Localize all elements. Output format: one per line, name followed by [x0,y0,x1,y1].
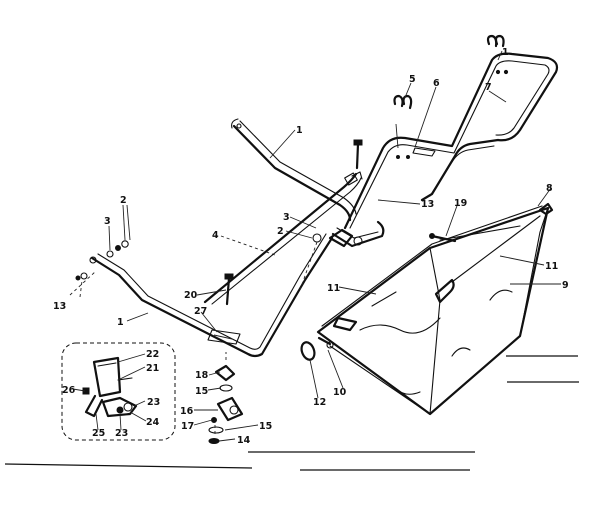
callout-9: 9 [562,280,569,291]
callout-11-right: 11 [545,261,558,272]
callout-3-mid: 3 [283,212,290,223]
callout-22: 22 [146,349,159,360]
callout-13-mid: 13 [421,199,434,210]
callout-3-left: 3 [104,216,111,227]
callout-15-a: 15 [195,386,208,397]
callout-1-lower: 1 [117,317,124,328]
callout-15-b: 15 [259,421,272,432]
callout-1-right: 1 [502,47,509,58]
callout-16: 16 [180,406,194,417]
plate-27 [207,329,241,345]
callout-1-top: 1 [296,125,303,136]
callout-2-left: 2 [120,195,127,206]
callout-24: 24 [146,417,160,428]
leader-lines [69,50,561,442]
bolt-20 [224,273,234,306]
inset-detail [61,342,176,441]
callout-26: 26 [62,385,76,396]
hook-5 [393,34,505,110]
upper-tube [231,118,357,222]
callout-2-mid: 2 [277,226,284,237]
hardware-left [75,240,129,281]
callout-6: 6 [433,78,440,89]
callout-23-a: 23 [147,397,160,408]
bolt-19 [429,233,457,243]
callout-4: 4 [212,230,219,241]
lower-frame [89,228,354,358]
callout-23-b: 23 [115,428,128,439]
reference-rules [4,355,579,471]
callout-7: 7 [485,82,492,93]
callout-13-left: 13 [53,301,66,312]
callout-12: 12 [313,397,326,408]
callout-27: 27 [194,306,207,317]
callouts: 1 1 1 2 2 3 3 4 5 6 7 8 9 10 11 11 12 13… [53,47,569,446]
callout-8: 8 [546,183,553,194]
pivot-hardware [208,352,244,444]
callout-25: 25 [92,428,105,439]
callout-14: 14 [237,435,251,446]
callout-10: 10 [333,387,347,398]
callout-21: 21 [146,363,159,374]
callout-20: 20 [184,290,198,301]
bolt-top [353,139,363,170]
callout-5: 5 [409,74,416,85]
middle-tube [203,171,363,305]
cross-bracket [299,220,385,291]
grass-catcher [300,202,554,416]
callout-18: 18 [195,370,209,381]
callout-19: 19 [454,198,467,209]
upper-handle [343,52,559,230]
callout-17: 17 [181,421,194,432]
callout-11-left: 11 [327,283,340,294]
